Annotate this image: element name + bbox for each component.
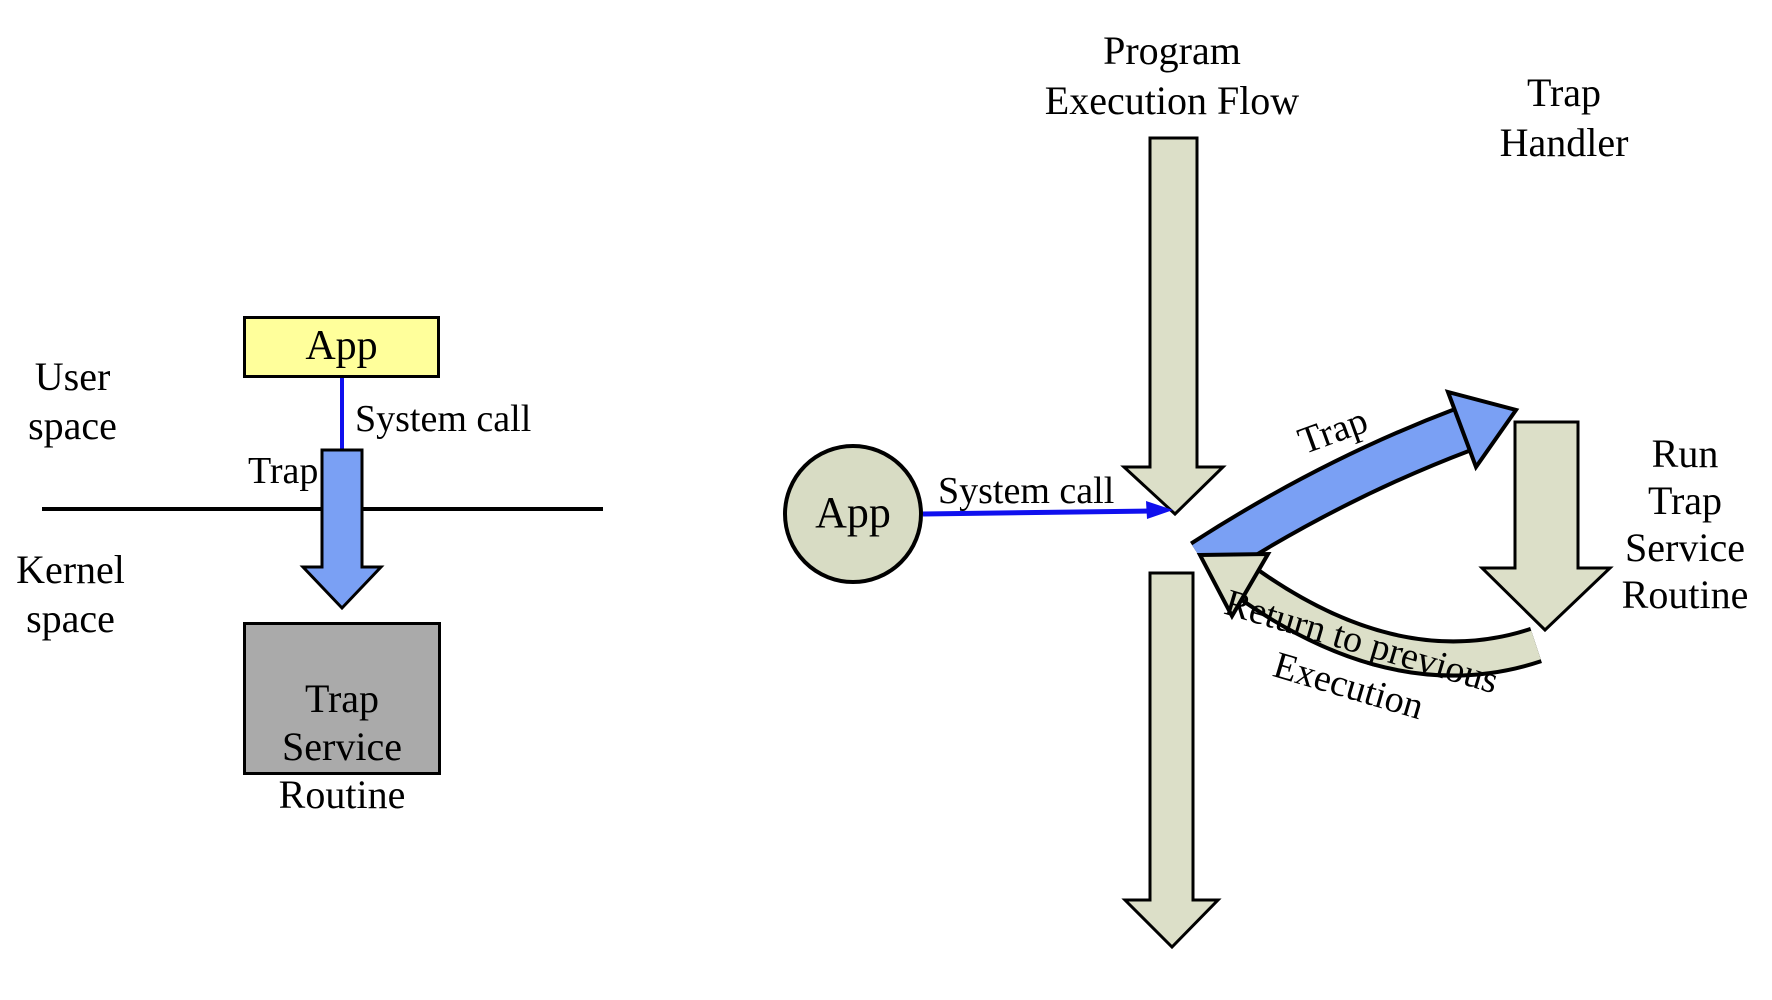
app-circle-label: App xyxy=(815,488,891,537)
system-call-label-left: System call xyxy=(355,398,532,440)
trap-curved-arrow-body xyxy=(1192,411,1470,579)
run-trap-service-arrow-icon xyxy=(1478,420,1614,633)
trap-service-routine-label: Trap Service Routine xyxy=(278,676,406,817)
app-box-label: App xyxy=(305,323,378,369)
user-space-label: User space xyxy=(28,354,117,448)
system-call-arrow-line xyxy=(922,508,1151,517)
system-call-arrowhead-icon xyxy=(1146,501,1173,519)
run-trap-service-routine-label: Run Trap Service Routine xyxy=(1621,431,1749,617)
system-call-label-right: System call xyxy=(938,470,1115,512)
trap-block-arrow-down-icon xyxy=(299,448,385,611)
trap-service-routine-box: Trap Service Routine xyxy=(243,622,441,817)
trap-label-left: Trap xyxy=(248,450,319,492)
program-execution-flow-title: Program Execution Flow xyxy=(1044,28,1300,123)
trap-handler-label: Trap Handler xyxy=(1499,70,1629,165)
kernel-space-label: Kernel space xyxy=(16,547,125,641)
return-curved-arrow-body xyxy=(1241,572,1541,674)
trap-curved-arrowhead-icon xyxy=(1444,389,1520,472)
return-arrowhead-icon xyxy=(1196,551,1272,621)
program-flow-arrow-top-icon xyxy=(1120,136,1227,517)
app-circle: App xyxy=(783,444,923,584)
program-flow-arrow-bottom-icon xyxy=(1121,571,1222,950)
app-box: App xyxy=(243,316,440,378)
